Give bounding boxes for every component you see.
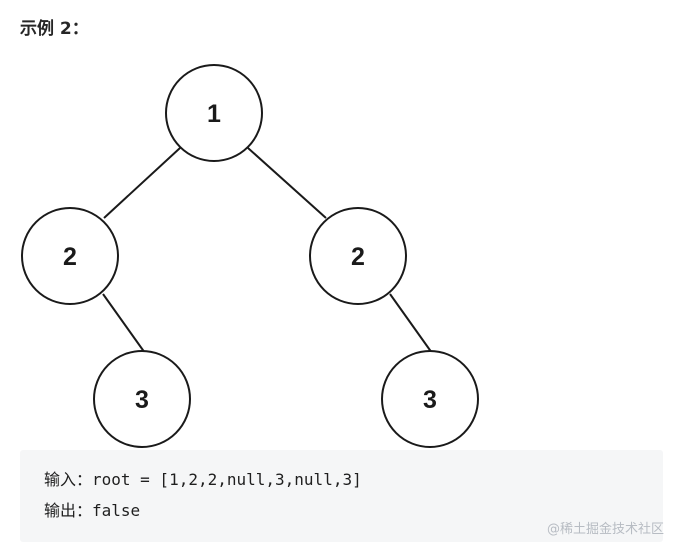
tree-node-left: 2 (21, 207, 119, 305)
watermark: @稀土掘金技术社区 (546, 522, 664, 537)
tree-edge-root-right (247, 147, 327, 219)
example-heading: 示例 2： (20, 19, 89, 39)
tree-edge-root-left (103, 147, 181, 219)
tree-node-right: 2 (309, 207, 407, 305)
binary-tree-diagram: 1 2 2 3 3 (21, 64, 479, 448)
tree-node-label: 3 (423, 386, 437, 414)
tree-node-label: 2 (63, 243, 77, 271)
tree-node-label: 3 (135, 386, 149, 414)
tree-node-right-right: 3 (381, 350, 479, 448)
output-line: 输出：false (44, 501, 141, 520)
example-code-block: 输入：root = [1,2,2,null,3,null,3] 输出：false (20, 450, 663, 542)
tree-node-label: 1 (207, 100, 221, 128)
tree-edge-left-leaf (102, 293, 146, 354)
input-line: 输入：root = [1,2,2,null,3,null,3] (44, 470, 362, 489)
tree-edge-right-leaf (389, 293, 433, 354)
tree-node-root: 1 (165, 64, 263, 162)
tree-node-left-right: 3 (93, 350, 191, 448)
tree-node-label: 2 (351, 243, 365, 271)
